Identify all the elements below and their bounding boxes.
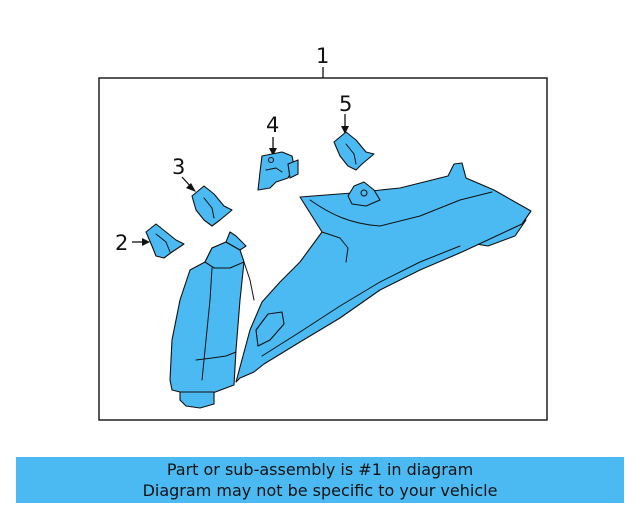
callout-3-arrowhead [186,183,196,192]
callout-2-arrowhead [142,238,150,246]
callout-3[interactable]: 3 [172,155,185,179]
callout-1[interactable]: 1 [316,44,329,68]
pillar-trim-panel[interactable] [169,162,532,409]
parts-diagram: 1 2 3 [98,44,548,421]
clip-part-3[interactable] [191,185,233,227]
callout-4[interactable]: 4 [266,113,279,137]
clip-part-5[interactable] [333,131,375,171]
bracket-part-4[interactable] [257,151,299,191]
clip-part-2[interactable] [145,223,185,259]
callout-5[interactable]: 5 [339,92,352,116]
callout-2[interactable]: 2 [115,231,128,255]
banner-line-2: Diagram may not be specific to your vehi… [142,481,498,500]
callout-4-arrowhead [269,148,277,156]
info-banner: Part or sub-assembly is #1 in diagram Di… [16,457,624,503]
banner-line-1: Part or sub-assembly is #1 in diagram [166,460,474,479]
callout-5-arrowhead [341,126,349,134]
